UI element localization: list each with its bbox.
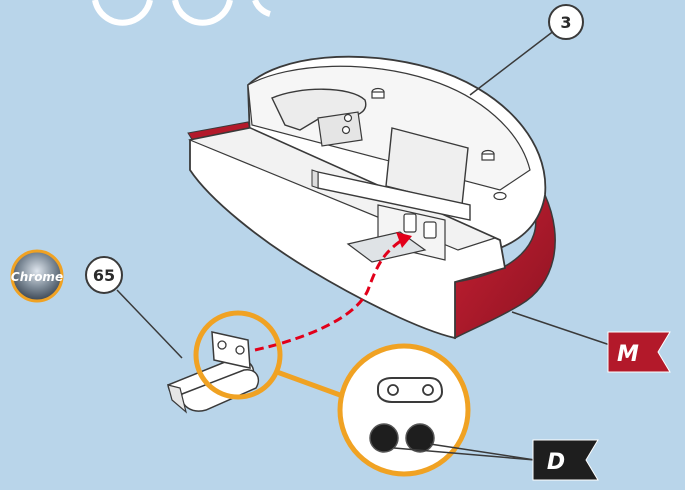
- magnifier-detail-ring: [340, 346, 468, 474]
- part-label-65: 65: [86, 257, 122, 293]
- detail-dot-left: [370, 424, 398, 452]
- flag-m-text: M: [617, 342, 639, 367]
- part-label-3: 3: [549, 5, 583, 39]
- paint-flag-m: M: [608, 332, 670, 372]
- chrome-badge-text: Chrome: [11, 270, 63, 284]
- part-number-3: 3: [560, 13, 571, 32]
- paint-flag-d: D: [533, 440, 598, 480]
- body-part: [188, 57, 555, 338]
- chrome-badge: Chrome: [11, 251, 63, 301]
- part-number-65: 65: [93, 266, 115, 285]
- cropped-top-circles: [95, 0, 270, 23]
- leader-m-flag: [512, 312, 610, 345]
- leader-hinge: [117, 290, 182, 358]
- detail-dot-right: [406, 424, 434, 452]
- hinge-part: [168, 332, 258, 412]
- flag-d-text: D: [547, 450, 565, 475]
- leader-body: [470, 30, 555, 95]
